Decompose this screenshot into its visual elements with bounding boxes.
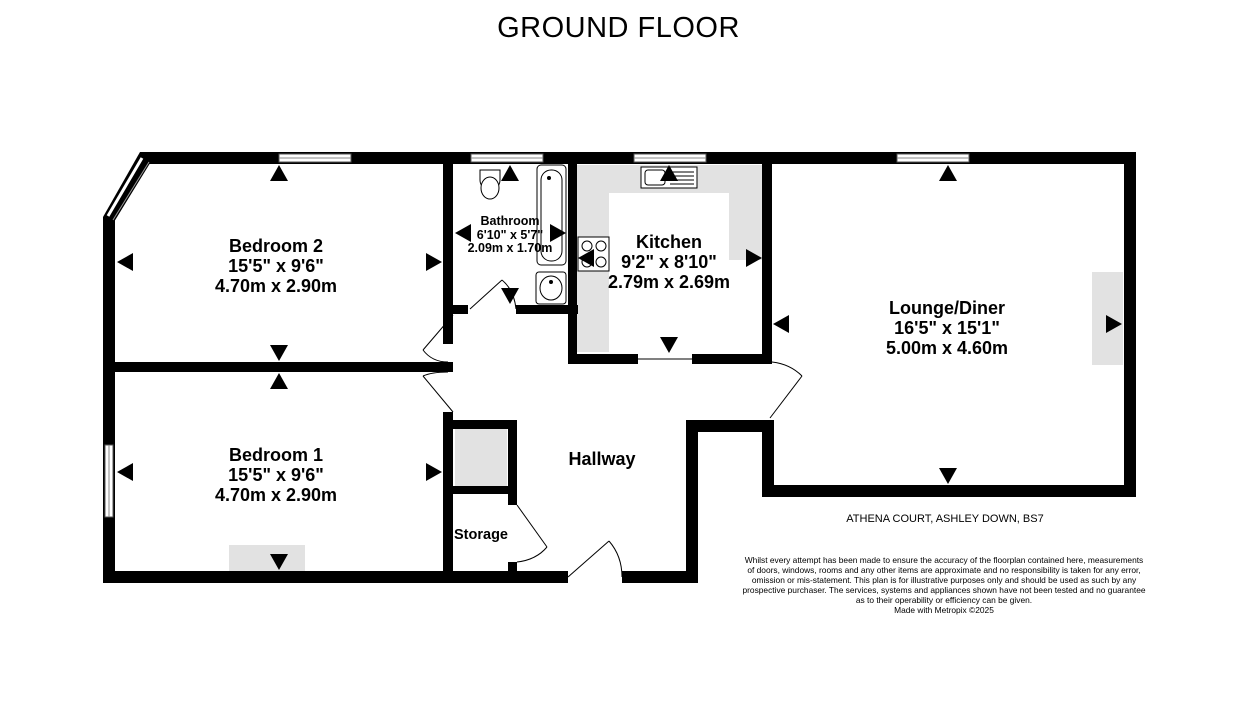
wall-hall-top-right bbox=[686, 420, 774, 432]
wall-right bbox=[1124, 152, 1136, 497]
wall-kitchen-bottom-right bbox=[692, 354, 772, 364]
wall-lounge-bottom bbox=[762, 485, 1136, 497]
room-metric: 4.70m x 2.90m bbox=[214, 276, 338, 297]
room-name: Lounge/Diner bbox=[889, 298, 1005, 318]
room-metric: 2.09m x 1.70m bbox=[467, 241, 553, 255]
room-imperial: 15'5" x 9'6" bbox=[228, 465, 324, 486]
room-bathroom: Bathroom 6'10" x 5'7" 2.09m x 1.70m bbox=[450, 214, 570, 256]
room-imperial: 16'5" x 15'1" bbox=[894, 318, 1000, 339]
room-name: Bedroom 1 bbox=[228, 445, 324, 465]
floor-title: GROUND FLOOR bbox=[497, 12, 740, 44]
wall-bedroom-divider bbox=[103, 362, 453, 372]
bathroom-fixtures bbox=[479, 164, 567, 305]
doors bbox=[422, 279, 803, 578]
room-metric: 4.70m x 2.90m bbox=[214, 485, 338, 506]
room-kitchen: Kitchen 9'2" x 8'10" 2.79m x 2.69m bbox=[587, 232, 751, 292]
wall-storage-top bbox=[443, 420, 517, 429]
wall-storage-stub bbox=[508, 562, 517, 583]
wall-storage-mid bbox=[443, 486, 517, 494]
room-name: Kitchen bbox=[635, 232, 702, 252]
disclaimer-line: as to their operability or efficiency ca… bbox=[855, 595, 1033, 606]
wall-bottom-left bbox=[103, 571, 568, 583]
bay-window bbox=[106, 157, 144, 217]
room-name: Storage bbox=[454, 527, 508, 543]
worktop-right bbox=[729, 193, 764, 260]
wall-lounge-left-lower bbox=[762, 420, 774, 497]
room-hallway: Hallway bbox=[542, 449, 662, 469]
room-lounge: Lounge/Diner 16'5" x 15'1" 5.00m x 4.60m bbox=[845, 298, 1049, 358]
room-name: Bedroom 2 bbox=[228, 236, 324, 256]
room-bedroom1: Bedroom 1 15'5" x 9'6" 4.70m x 2.90m bbox=[176, 445, 376, 505]
room-metric: 2.79m x 2.69m bbox=[607, 272, 731, 293]
wall-storage-right bbox=[508, 420, 517, 505]
wall-bath-bottom-right bbox=[516, 305, 578, 314]
room-metric: 5.00m x 4.60m bbox=[885, 338, 1009, 359]
disclaimer-line: omission or mis-statement. This plan is … bbox=[751, 575, 1137, 586]
wall-hall-right bbox=[686, 420, 698, 583]
room-storage: Storage bbox=[446, 527, 516, 543]
disclaimer-credit: Made with Metropix ©2025 bbox=[894, 605, 994, 616]
storage-cupboard bbox=[455, 428, 507, 486]
room-bedroom2: Bedroom 2 15'5" x 9'6" 4.70m x 2.90m bbox=[176, 236, 376, 296]
disclaimer-line: prospective purchaser. The services, sys… bbox=[742, 585, 1146, 596]
room-name: Bathroom bbox=[480, 214, 540, 228]
dimension-arrows bbox=[117, 165, 1122, 570]
wall-bedroom2-right bbox=[443, 152, 453, 344]
disclaimer: Whilst every attempt has been made to en… bbox=[728, 555, 1160, 615]
disclaimer-line: Whilst every attempt has been made to en… bbox=[744, 555, 1144, 565]
room-imperial: 15'5" x 9'6" bbox=[228, 256, 324, 277]
wall-bedroom1-right bbox=[443, 412, 453, 583]
bathtub bbox=[536, 164, 567, 266]
wall-left bbox=[103, 217, 115, 583]
property-address: ATHENA COURT, ASHLEY DOWN, BS7 bbox=[846, 513, 1044, 525]
wall-bottom-right bbox=[622, 571, 698, 583]
wall-kitchen-bottom-left bbox=[568, 354, 638, 364]
room-imperial: 6'10" x 5'7" bbox=[476, 227, 544, 242]
disclaimer-line: of doors, windows, rooms and any other i… bbox=[747, 565, 1141, 576]
worktop-left bbox=[576, 193, 609, 352]
wall-bath-bottom-left bbox=[443, 305, 468, 314]
room-name: Hallway bbox=[568, 449, 636, 469]
room-imperial: 9'2" x 8'10" bbox=[621, 252, 717, 273]
wall-bath-kitchen bbox=[568, 152, 577, 364]
bedroom1-chimney bbox=[229, 545, 305, 571]
wall-kitchen-right bbox=[762, 152, 772, 364]
